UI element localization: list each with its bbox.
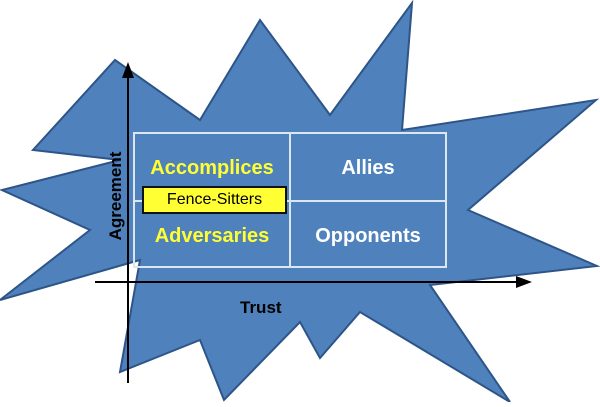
quadrant-bottom-left-label: Adversaries — [154, 224, 270, 247]
fence-sitters-label: Fence-Sitters — [142, 186, 287, 214]
quadrant-bottom-right-label: Opponents — [315, 224, 421, 247]
y-axis-arrowhead — [122, 62, 134, 78]
quadrant-top-right-label: Allies — [341, 156, 395, 179]
y-axis-label: Agreement — [106, 151, 125, 241]
x-axis-label: Trust — [240, 298, 282, 317]
quadrant-top-left-label: Accomplices — [150, 156, 274, 179]
x-axis-arrowhead — [516, 276, 532, 288]
